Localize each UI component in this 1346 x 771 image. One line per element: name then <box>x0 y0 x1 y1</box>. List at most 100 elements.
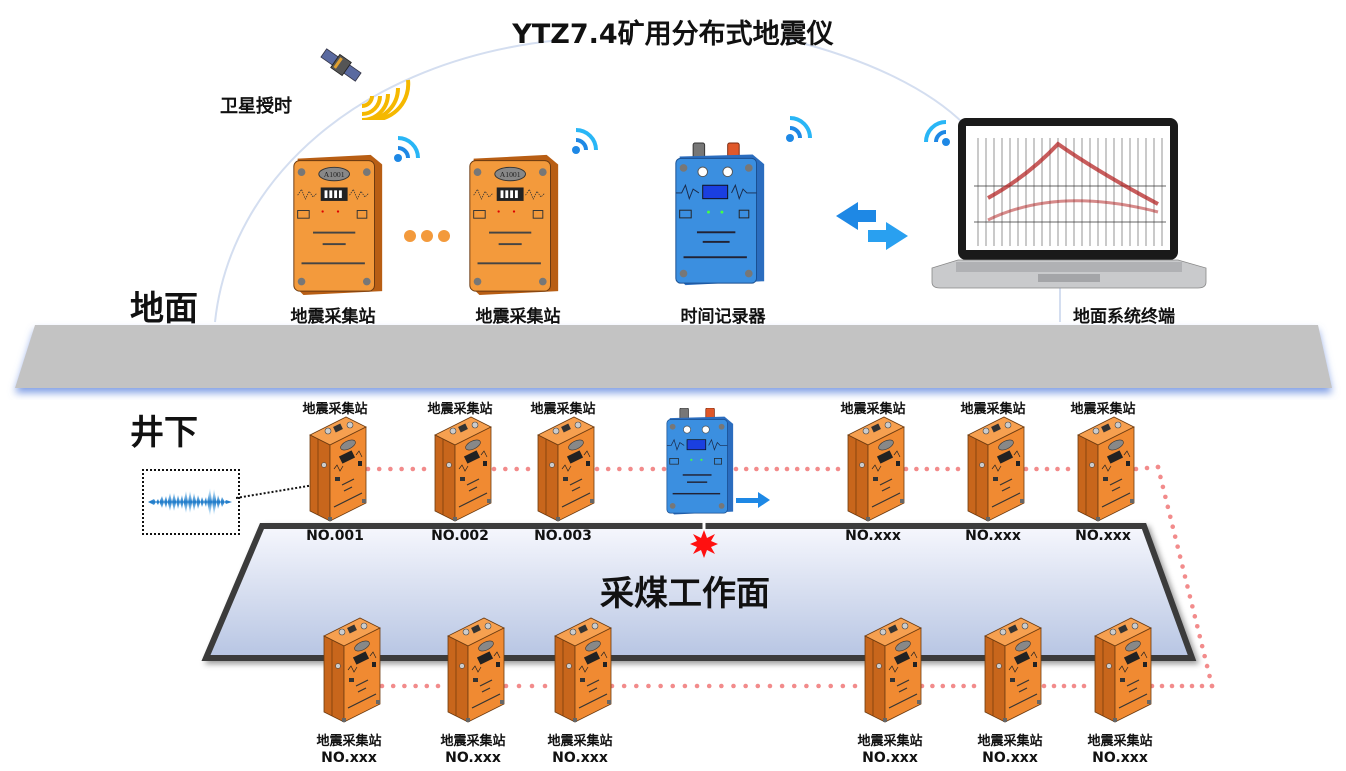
link-dot <box>421 466 427 472</box>
link-dot <box>903 466 909 472</box>
link-dot <box>971 683 977 689</box>
seismic-station-top_row-3 <box>528 415 598 525</box>
seismic-waveform <box>142 469 240 535</box>
link-dot <box>1177 554 1183 559</box>
seismic-station-top_row-1 <box>300 415 370 525</box>
link-dot <box>388 466 393 472</box>
station-number: NO.xxx <box>862 750 918 766</box>
station-number: NO.002 <box>431 528 489 544</box>
link-dot <box>816 683 821 689</box>
station-label: 地震采集站 <box>977 734 1043 749</box>
link-dot <box>516 683 522 689</box>
link-dot <box>805 466 810 472</box>
link-dot <box>835 466 841 472</box>
surface-terminal-label: 地面系统终端 <box>1073 307 1175 327</box>
surface-station-1-label: 地震采集站 <box>290 307 376 327</box>
station-label: 地震采集站 <box>316 734 382 749</box>
link-dot <box>1169 683 1175 689</box>
link-line <box>365 464 1215 689</box>
link-dot <box>1081 683 1087 689</box>
link-dot <box>1189 683 1195 689</box>
station-label: 地震采集站 <box>427 402 493 417</box>
station-number: NO.xxx <box>845 528 901 544</box>
link-dot <box>1133 466 1139 472</box>
link-dot <box>661 466 667 472</box>
satellite-timing-label: 卫星授时 <box>220 96 292 117</box>
link-dot <box>1182 574 1188 579</box>
link-dot <box>658 683 663 689</box>
link-dot <box>594 466 600 472</box>
link-dot <box>1041 683 1047 689</box>
signal-waves-icon <box>356 60 416 120</box>
station-number: NO.003 <box>534 528 592 544</box>
station-number: NO.xxx <box>552 750 608 766</box>
link-dot <box>804 683 809 689</box>
surface-zone-label: 地面 <box>130 289 198 329</box>
link-dot <box>840 683 846 689</box>
link-dot <box>399 466 404 472</box>
link-dot <box>491 466 497 472</box>
link-dot <box>1175 544 1180 549</box>
surface-station-2-label: 地震采集站 <box>475 307 561 327</box>
station-number: NO.001 <box>306 528 364 544</box>
satellite-icon <box>318 42 364 88</box>
link-dot <box>719 683 724 689</box>
link-dot <box>365 466 371 472</box>
link-dot <box>424 683 430 689</box>
link-dot <box>694 683 700 689</box>
link-dot <box>767 683 773 689</box>
link-dot <box>410 466 416 472</box>
link-dot <box>794 466 800 472</box>
link-dot <box>1055 466 1060 472</box>
station-label: 地震采集站 <box>547 734 613 749</box>
link-dot <box>755 683 761 689</box>
link-dot <box>1158 474 1163 480</box>
link-dot <box>784 466 790 472</box>
seismic-station-top_row-4 <box>838 415 908 525</box>
link-dot <box>1165 504 1171 510</box>
link-dot <box>1172 534 1178 539</box>
link-dot <box>914 466 919 472</box>
link-dot <box>1192 614 1198 619</box>
link-dot <box>525 466 531 472</box>
link-dot <box>1185 584 1190 589</box>
link-dot <box>706 683 712 689</box>
station-label: 地震采集站 <box>302 402 368 417</box>
link-dot <box>961 683 966 689</box>
seismic-station-bottom_row-4 <box>855 616 925 726</box>
station-label: 地震采集站 <box>440 734 506 749</box>
link-dot <box>815 466 820 472</box>
seismic-station-top_row-5 <box>958 415 1028 525</box>
link-dot <box>1209 683 1215 689</box>
link-dot <box>955 466 961 472</box>
station-number: NO.xxx <box>965 528 1021 544</box>
link-dot <box>1170 524 1176 530</box>
link-dot <box>754 466 759 472</box>
link-dot <box>950 683 956 689</box>
link-dot <box>650 466 656 472</box>
station-label: 地震采集站 <box>960 402 1026 417</box>
seismic-station-top_row-6 <box>1068 415 1138 525</box>
link-dot <box>514 466 519 472</box>
link-dot <box>1144 465 1150 471</box>
link-dot <box>1051 683 1057 689</box>
link-dot <box>1190 604 1195 609</box>
link-dot <box>1034 466 1039 472</box>
station-number: NO.xxx <box>982 750 1038 766</box>
link-dot <box>934 466 940 472</box>
working-face-label: 采煤工作面 <box>600 574 770 614</box>
link-dot <box>1061 683 1067 689</box>
link-dot <box>1187 594 1193 599</box>
link-dot <box>503 683 509 689</box>
link-dot <box>764 466 769 472</box>
link-dot <box>617 466 622 472</box>
underground-zone-label: 井下 <box>130 413 198 453</box>
ground-layer <box>15 325 1332 388</box>
link-dot <box>1199 643 1205 649</box>
underground-time-recorder <box>664 408 736 516</box>
station-number: NO.xxx <box>321 750 377 766</box>
link-dot <box>1167 514 1173 520</box>
station-number: NO.xxx <box>445 750 501 766</box>
link-dot <box>852 683 858 689</box>
